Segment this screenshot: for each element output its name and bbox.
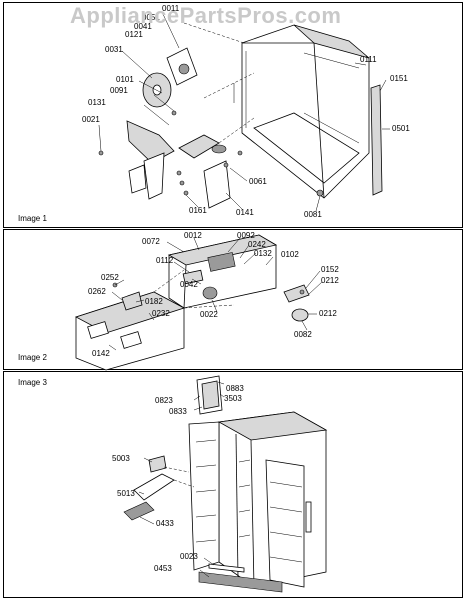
callout-0131: 0131 [88, 98, 106, 107]
image-2-drawing [74, 234, 323, 371]
panel-image-2: Image 2 0072 0012 0092 0242 0132 0102 01… [3, 229, 463, 371]
callout-0041: 0041 [134, 22, 152, 31]
screw [299, 289, 305, 295]
callout-0061: 0061 [249, 177, 267, 186]
chute-assembly [126, 120, 175, 164]
cabinet-top [217, 411, 328, 441]
kickplate-grille [198, 571, 283, 593]
housing-top [167, 234, 278, 266]
callout-0141: 0141 [236, 208, 254, 217]
fan-motor [178, 63, 190, 75]
callout-3503: 3503 [224, 394, 242, 403]
side-strip [370, 84, 383, 196]
callout-0101: 0101 [116, 75, 134, 84]
fresh-food-door [265, 459, 305, 588]
callout-0232: 0232 [152, 309, 170, 318]
callout-0212-b: 0212 [319, 309, 337, 318]
display-window [87, 321, 109, 339]
screw [237, 150, 243, 156]
liner-top-flange [293, 24, 370, 59]
freezer-door [188, 421, 220, 571]
panel-image-1: Image 1 0011 0051 0041 0121 0031 0101 00… [3, 2, 463, 228]
door-handle [305, 501, 312, 533]
image-1-drawing [98, 11, 390, 212]
damper-housing [178, 134, 220, 159]
callout-0833: 0833 [169, 407, 187, 416]
screw [176, 170, 182, 176]
callout-0182: 0182 [145, 297, 163, 306]
toe-grille-bracket [208, 563, 245, 573]
panel-label: Image 1 [18, 214, 47, 223]
callout-0012: 0012 [184, 231, 202, 240]
callout-0092: 0092 [237, 231, 255, 240]
callout-0091: 0091 [110, 86, 128, 95]
callout-0111: 0111 [360, 55, 377, 64]
chute-cover [133, 473, 175, 501]
callout-0161: 0161 [189, 206, 207, 215]
callout-0252: 0252 [101, 273, 119, 282]
callout-0883: 0883 [226, 384, 244, 393]
callout-0031: 0031 [105, 45, 123, 54]
callout-0011: 0011 [162, 4, 180, 13]
callout-0132: 0132 [254, 249, 272, 258]
screw [223, 162, 229, 168]
callout-5013: 5013 [117, 489, 135, 498]
liner-floor [253, 112, 360, 184]
callout-0501: 0501 [392, 124, 410, 133]
panel-label: Image 3 [18, 378, 47, 387]
callout-0142: 0142 [92, 349, 110, 358]
callout-0112: 0112 [156, 256, 174, 265]
callout-0121: 0121 [125, 30, 143, 39]
callout-0151: 0151 [390, 74, 408, 83]
chute-flap [128, 164, 147, 194]
damper-motor [211, 144, 227, 154]
screw [316, 189, 324, 197]
callout-0152: 0152 [321, 265, 339, 274]
screw [171, 110, 177, 116]
callout-0022: 0022 [200, 310, 218, 319]
callout-0042: 0042 [180, 280, 198, 289]
callout-0433: 0433 [156, 519, 174, 528]
callout-0023: 0023 [180, 552, 198, 561]
callout-5003: 5003 [112, 454, 130, 463]
actuator [291, 308, 309, 322]
watermark: AppliancePartsPros.com [70, 3, 342, 28]
screw [98, 150, 104, 156]
access-panel-inner [201, 380, 220, 410]
drip-tray [123, 501, 155, 521]
callout-0453: 0453 [154, 564, 172, 573]
callout-0051: 0051 [142, 13, 160, 22]
circuit-board [207, 252, 236, 272]
image-3-drawing [123, 375, 328, 593]
chute-door [143, 152, 165, 200]
callout-0823: 0823 [155, 396, 173, 405]
bracket [283, 284, 310, 303]
damper-cover [203, 160, 231, 209]
relay [182, 269, 204, 285]
callout-0072: 0072 [142, 237, 160, 246]
panel-label: Image 2 [18, 353, 47, 362]
motor [202, 286, 218, 300]
callout-0212: 0212 [321, 276, 339, 285]
callout-0242: 0242 [248, 240, 266, 249]
button-window [120, 331, 142, 349]
callout-0082: 0082 [294, 330, 312, 339]
callout-0081: 0081 [304, 210, 322, 219]
callout-0021: 0021 [82, 115, 100, 124]
chute-housing [148, 455, 167, 473]
screw [183, 190, 189, 196]
screw [179, 180, 185, 186]
switch-bracket [121, 291, 143, 311]
panel-image-3: Image 3 0883 0823 3503 0833 5003 5013 04… [3, 371, 463, 598]
callout-0102: 0102 [281, 250, 299, 259]
callout-0262: 0262 [88, 287, 106, 296]
